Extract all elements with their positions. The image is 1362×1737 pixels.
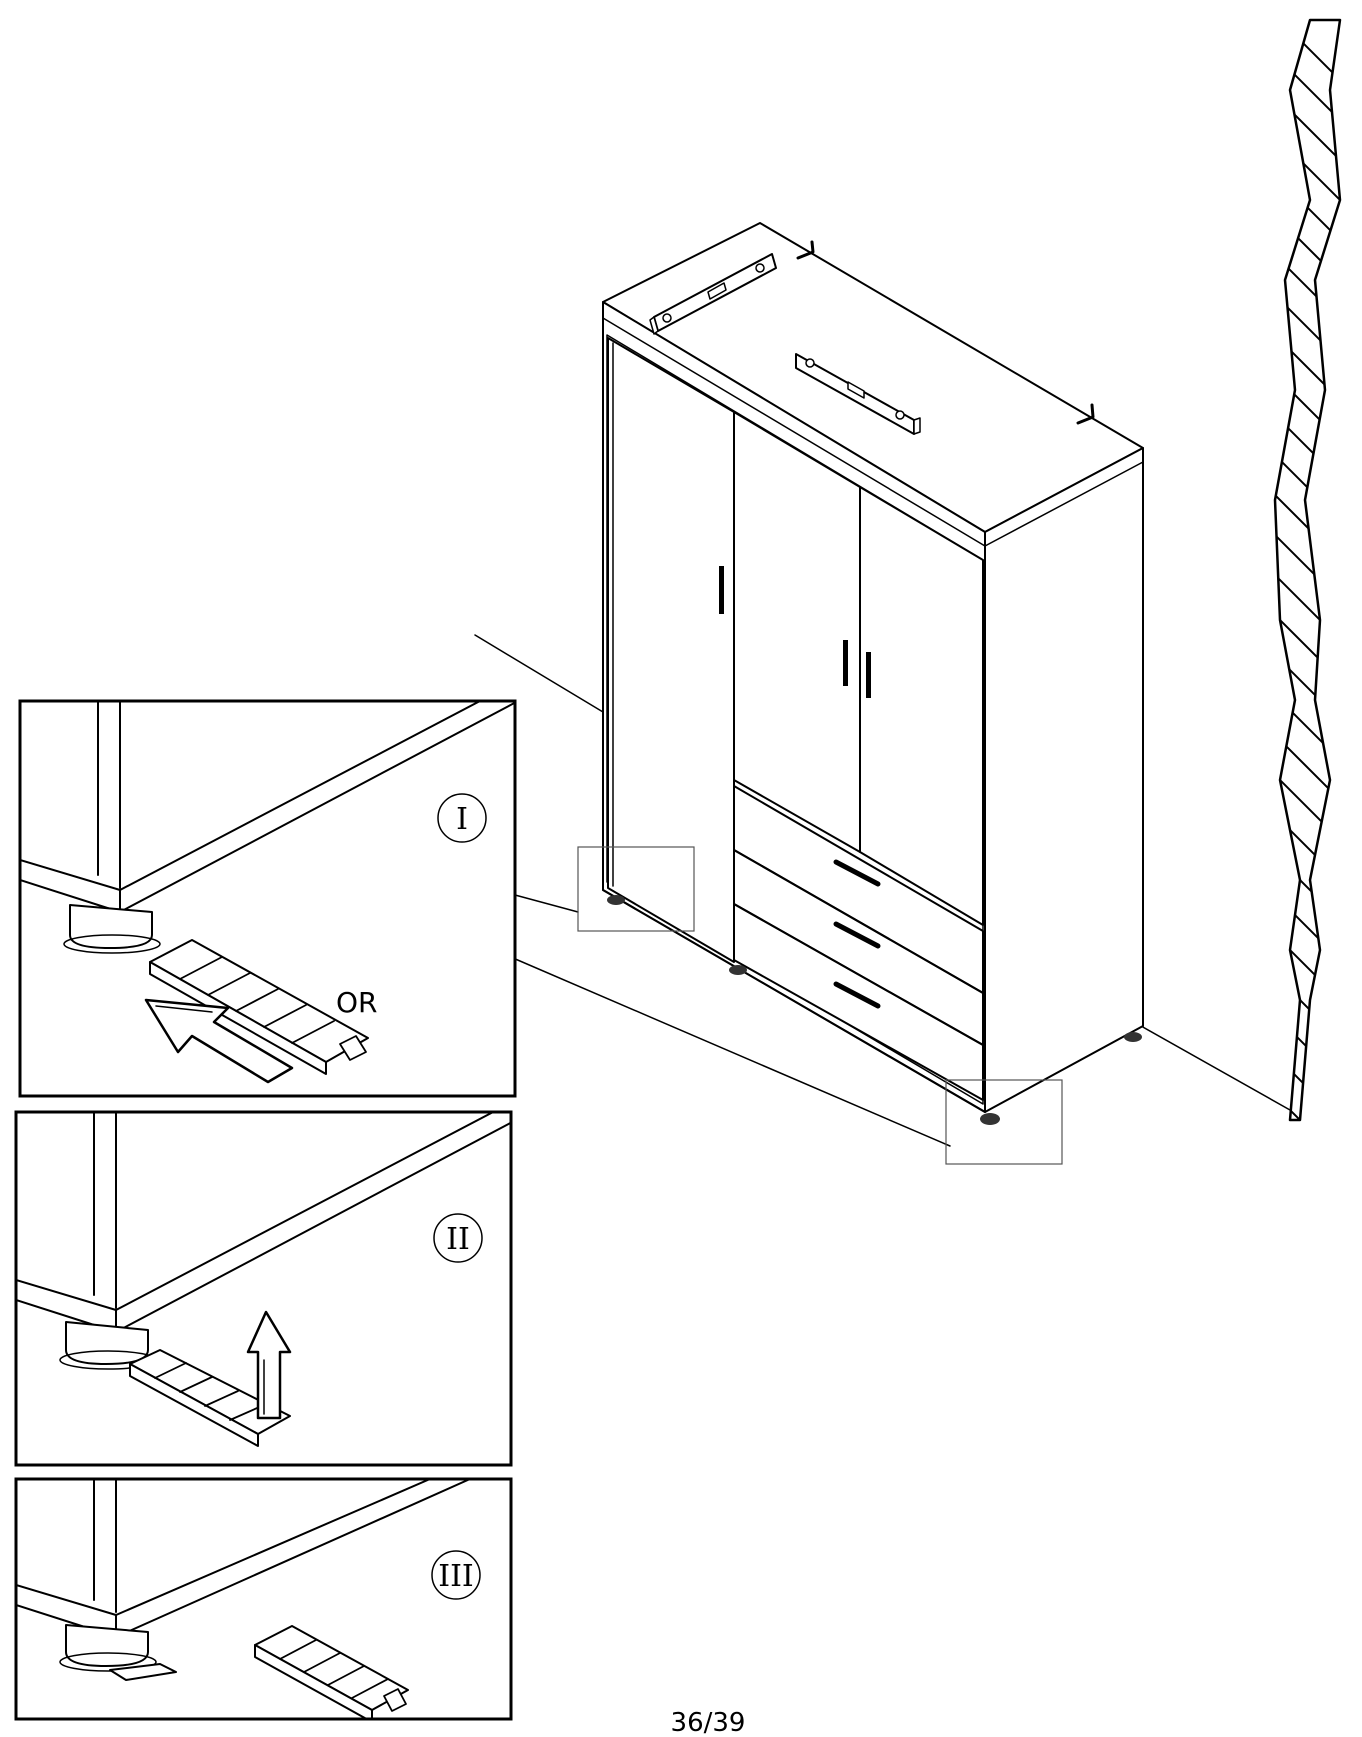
floor-guide-lines bbox=[474, 634, 1291, 1147]
step-label-2: II bbox=[446, 1222, 470, 1257]
step-label-1: I bbox=[456, 802, 468, 837]
wall-bracket bbox=[796, 240, 815, 260]
step-panel-3: III bbox=[14, 1477, 513, 1721]
handle-right-door bbox=[866, 652, 871, 698]
drawer-handle-bottom bbox=[833, 981, 881, 1009]
step-label-3: III bbox=[438, 1559, 474, 1594]
handle-left-door bbox=[719, 566, 724, 614]
step-marker-1 bbox=[437, 793, 487, 843]
detail-callout-right-foot bbox=[945, 1079, 1063, 1165]
handle-middle-door bbox=[843, 640, 848, 686]
drawer-handle-top bbox=[833, 859, 881, 887]
spirit-level bbox=[649, 253, 777, 335]
wall-bracket bbox=[1076, 403, 1095, 425]
wardrobe bbox=[602, 222, 1144, 1125]
detail-callout-left-foot bbox=[577, 846, 695, 932]
step-marker-2 bbox=[433, 1213, 483, 1263]
drawer-handle-middle bbox=[833, 921, 881, 949]
step-panel-1: I OR bbox=[18, 699, 517, 1098]
step-marker-3 bbox=[431, 1550, 481, 1600]
page-number: 36/39 bbox=[671, 1708, 746, 1737]
foot bbox=[980, 1113, 1000, 1125]
step-panel-2: II bbox=[14, 1110, 513, 1467]
foot bbox=[729, 965, 747, 975]
foot bbox=[1124, 1032, 1142, 1042]
wall-section bbox=[1273, 18, 1342, 1122]
foot bbox=[607, 895, 625, 905]
spirit-level bbox=[795, 353, 921, 435]
alternative-or-label: OR bbox=[336, 986, 378, 1019]
